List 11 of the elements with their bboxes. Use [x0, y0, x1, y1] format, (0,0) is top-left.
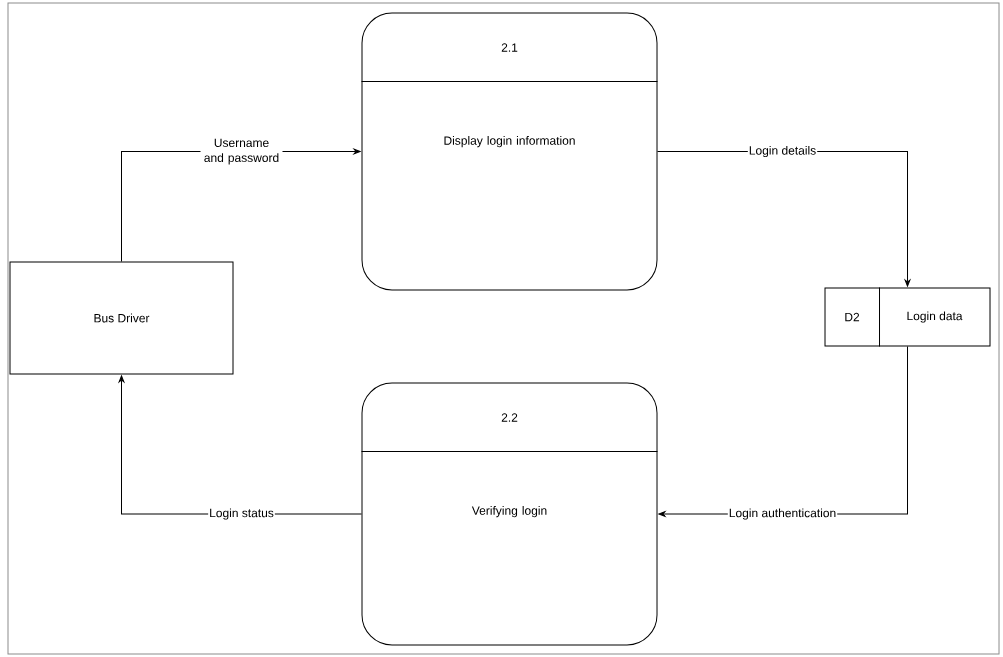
edge-label: Login authentication — [727, 507, 838, 521]
store-id: D2 — [845, 312, 860, 322]
edge-label: Username and password — [200, 137, 283, 166]
process-number: 2.1 — [501, 43, 518, 52]
process-label: Verifying login — [471, 506, 547, 518]
process-number: 2.2 — [501, 413, 518, 422]
edge-label: Login details — [747, 144, 818, 159]
edge-label: Login status — [208, 507, 275, 521]
store-label: Login data — [907, 311, 963, 323]
process-label: Display login information — [444, 136, 575, 148]
entity-box: Bus Driver — [9, 261, 234, 375]
